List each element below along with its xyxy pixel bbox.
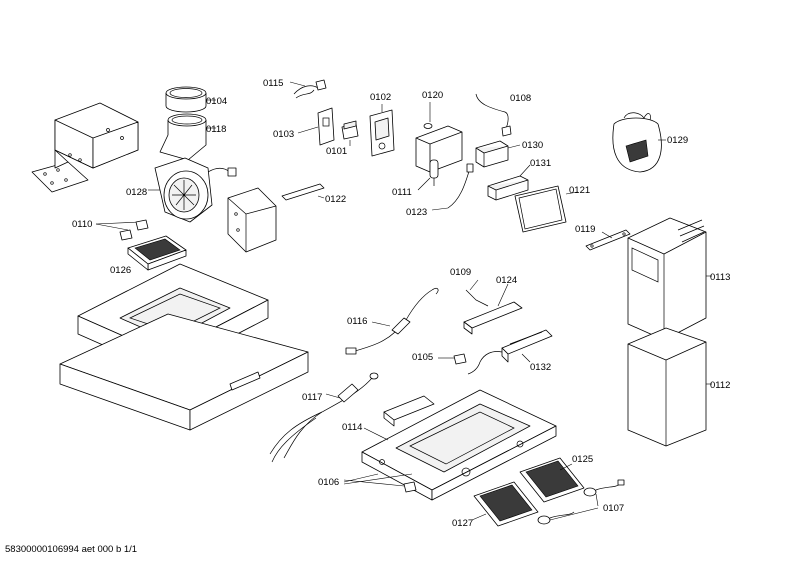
label-0105: 0105	[412, 352, 433, 363]
label-0132: 0132	[530, 362, 551, 373]
transformer-0130	[475, 140, 521, 168]
bottom-plate-0114	[361, 389, 557, 501]
duct-adapter-0118	[159, 113, 216, 161]
label-0106: 0106	[318, 477, 339, 488]
accessory-bag-0129	[612, 112, 666, 173]
document-id: 58300000106994 aet 000 b 1/1	[5, 544, 137, 555]
label-0117: 0117	[302, 392, 322, 403]
clips-0107	[537, 479, 625, 525]
label-0101: 0101	[326, 146, 347, 157]
label-0116: 0116	[347, 316, 367, 327]
lamp-rail-0124	[463, 279, 523, 335]
capacitor-0111	[417, 159, 439, 191]
label-0130: 0130	[522, 140, 543, 151]
mounting-rail-0122	[281, 183, 325, 201]
clips-0110	[95, 219, 149, 241]
label-0110: 0110	[72, 219, 92, 230]
cable-0108	[475, 93, 512, 137]
mounting-bracket	[31, 102, 139, 193]
duct-ring-0104	[165, 86, 216, 113]
label-0120: 0120	[422, 90, 443, 101]
label-0109: 0109	[450, 267, 471, 278]
ballast-0131	[487, 164, 531, 201]
label-0128: 0128	[126, 187, 147, 198]
label-0102: 0102	[370, 92, 391, 103]
canopy-hood	[59, 313, 309, 431]
filter-mats-0125	[519, 457, 585, 503]
label-0129: 0129	[667, 135, 688, 146]
bracket-0119	[585, 229, 631, 251]
filter-mats-0127	[471, 481, 539, 527]
label-0131: 0131	[530, 158, 551, 169]
label-0121: 0121	[569, 185, 590, 196]
chimney-upper-0113	[627, 217, 712, 341]
label-0114: 0114	[342, 422, 362, 433]
blower-motor-0128	[148, 157, 237, 223]
cable-0117	[269, 372, 379, 463]
mounting-plate	[227, 187, 277, 253]
control-board-0102	[369, 104, 395, 157]
label-0111: 0111	[392, 187, 412, 198]
label-0127: 0127	[452, 518, 473, 529]
cable-0123	[431, 163, 474, 211]
switch-0101	[341, 120, 359, 146]
label-0108: 0108	[510, 93, 531, 104]
grease-filter-0126	[127, 235, 187, 271]
filter-pad-0121	[514, 185, 579, 233]
screws-0106	[343, 473, 417, 493]
label-0124: 0124	[496, 275, 517, 286]
lamp-0132	[467, 329, 553, 375]
label-0103: 0103	[273, 129, 294, 140]
cable-connector-0115	[289, 79, 327, 99]
label-0107: 0107	[603, 503, 624, 514]
label-0104: 0104	[206, 96, 227, 107]
chimney-lower-0112	[627, 327, 712, 447]
label-0113: 0113	[710, 272, 730, 283]
cable-0116	[345, 288, 439, 355]
label-0115: 0115	[263, 78, 283, 89]
label-0125: 0125	[572, 454, 593, 465]
label-0118: 0118	[206, 124, 226, 135]
label-0126: 0126	[110, 265, 131, 276]
label-0122: 0122	[325, 194, 346, 205]
electronics-housing-0120	[415, 102, 463, 173]
label-0112: 0112	[710, 380, 730, 391]
part-labels: 0104 0118 0115 0103 0102 0101 0120 0108 …	[72, 78, 730, 529]
switch-bracket-0103	[297, 107, 335, 146]
label-0123: 0123	[406, 207, 427, 218]
label-0119: 0119	[575, 224, 595, 235]
clip-0105	[438, 353, 467, 365]
